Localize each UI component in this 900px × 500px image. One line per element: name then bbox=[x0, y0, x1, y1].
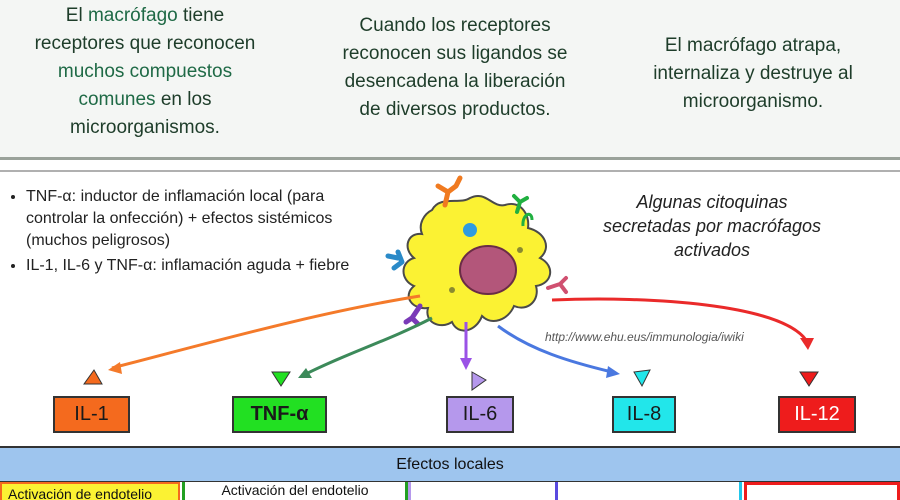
arrow-il8 bbox=[497, 324, 613, 374]
receptor-blue bbox=[385, 249, 405, 271]
top-description-panel bbox=[0, 0, 900, 158]
receptor-purple bbox=[403, 303, 423, 327]
text-line: receptores que reconocen bbox=[34, 33, 256, 54]
triangle-il6 bbox=[471, 371, 487, 391]
cytokine-il12: IL-12 bbox=[778, 396, 856, 433]
effect-cell-il12 bbox=[744, 482, 900, 500]
arrowhead-il12 bbox=[800, 338, 814, 350]
text-line: microorganismos. bbox=[70, 117, 220, 138]
cytokines-note: Algunas citoquinas secretadas por macróf… bbox=[602, 192, 822, 260]
triangle-il12 bbox=[799, 371, 819, 387]
description-recognition: El macrófago tiene receptores que recono… bbox=[10, 2, 280, 142]
arrowhead-tnf bbox=[298, 368, 312, 378]
top-panel-border bbox=[0, 157, 900, 160]
text-line: muchos compuestos bbox=[57, 61, 233, 82]
effects-local-header: Efectos locales bbox=[0, 446, 900, 482]
vesicle bbox=[449, 287, 455, 293]
arrowhead-il8 bbox=[606, 366, 620, 378]
receptor-green-hook bbox=[521, 212, 534, 227]
description-phagocytosis: El macrófago atrapa, internaliza y destr… bbox=[622, 32, 884, 116]
text-line: comunes en los bbox=[78, 89, 212, 110]
text-line: reconocen sus ligandos se bbox=[342, 43, 568, 64]
arrow-il12 bbox=[551, 297, 808, 341]
text-line: desencadena la liberación bbox=[344, 71, 566, 92]
effect-text: Activación de endotelio bbox=[8, 486, 152, 500]
bullet-tnf: TNF-α: inductor de inflamación local (pa… bbox=[26, 186, 368, 252]
effect-text: Activación del endotelio bbox=[221, 482, 369, 498]
cytokine-tnf-alpha: TNF-α bbox=[232, 396, 327, 433]
text-line: El macrófago atrapa, bbox=[664, 35, 842, 56]
cytokine-il1: IL-1 bbox=[53, 396, 130, 433]
source-url: http://www.ehu.eus/immunologia/iwiki bbox=[545, 330, 744, 344]
bottom-panel-border bbox=[0, 170, 900, 172]
triangle-il1 bbox=[83, 369, 103, 385]
effect-cell-il1: Activación de endotelio bbox=[0, 482, 180, 500]
cytokine-il8: IL-8 bbox=[612, 396, 676, 433]
description-release: Cuando los receptores reconocen sus liga… bbox=[310, 12, 600, 124]
cytokine-il6: IL-6 bbox=[446, 396, 514, 433]
vesicle bbox=[517, 247, 523, 253]
text-line: microorganismo. bbox=[682, 91, 824, 112]
cytokine-effects-list: TNF-α: inductor de inflamación local (pa… bbox=[8, 186, 368, 280]
vesicle bbox=[463, 223, 477, 237]
arrowhead-il1 bbox=[108, 362, 122, 374]
bullet-il: IL-1, IL-6 y TNF-α: inflamación aguda + … bbox=[26, 255, 368, 277]
arrow-il1 bbox=[111, 294, 421, 370]
receptor-orange bbox=[435, 175, 463, 208]
text-line: de diversos productos. bbox=[359, 99, 551, 120]
macrophage-nucleus bbox=[459, 245, 517, 295]
text-line: El macrófago tiene bbox=[65, 5, 225, 26]
effect-cell-il8 bbox=[558, 482, 742, 500]
arrowhead-il6 bbox=[460, 358, 472, 370]
text-line: internaliza y destruye al bbox=[653, 63, 853, 84]
effect-cell-il6 bbox=[408, 482, 558, 500]
receptor-pink bbox=[546, 276, 568, 294]
effect-cell-tnf: Activación del endotelio bbox=[182, 482, 408, 500]
text-line: Cuando los receptores bbox=[359, 15, 551, 36]
receptor-green bbox=[512, 194, 529, 214]
triangle-tnf bbox=[271, 371, 291, 387]
arrow-tnf bbox=[301, 316, 433, 378]
triangle-il8 bbox=[633, 369, 651, 388]
